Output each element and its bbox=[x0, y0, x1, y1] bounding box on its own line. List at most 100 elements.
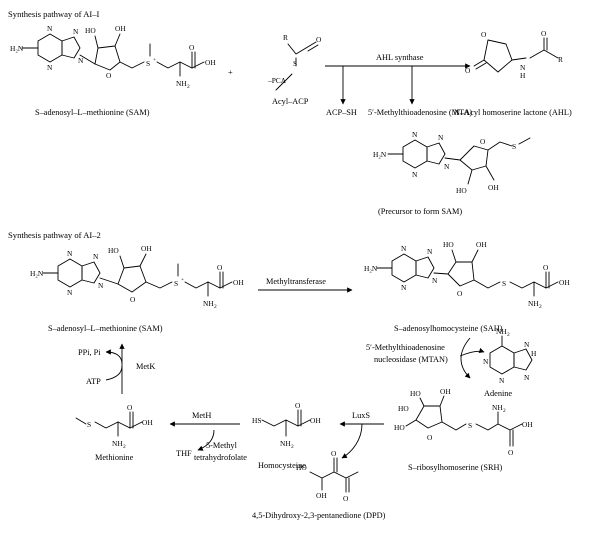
svg-text:HO: HO bbox=[85, 26, 96, 35]
svg-text:O: O bbox=[331, 449, 337, 458]
svg-text:N: N bbox=[524, 340, 530, 349]
luxs-label: LuxS bbox=[352, 411, 370, 420]
methyl-thf-line2: tetrahydrofolate bbox=[194, 453, 247, 462]
svg-text:OH: OH bbox=[205, 58, 216, 67]
svg-text:S: S bbox=[502, 279, 506, 288]
svg-text:HO: HO bbox=[443, 240, 454, 249]
svg-text:2: 2 bbox=[507, 332, 510, 338]
svg-text:OH: OH bbox=[233, 278, 244, 287]
svg-text:O: O bbox=[541, 29, 547, 38]
svg-text:–PCA: –PCA bbox=[267, 76, 287, 85]
svg-text:HS: HS bbox=[252, 416, 261, 425]
svg-text:N: N bbox=[67, 288, 73, 297]
svg-text:OH: OH bbox=[488, 183, 499, 192]
svg-text:N: N bbox=[444, 162, 450, 171]
svg-text:O: O bbox=[481, 30, 487, 39]
svg-text:OH: OH bbox=[440, 387, 451, 396]
ai1-sam-label: S–adenosyl–L–methionine (SAM) bbox=[35, 108, 150, 117]
methyl-thf-line1: 5-Methyl bbox=[206, 441, 238, 450]
svg-text:OH: OH bbox=[142, 418, 153, 427]
dpd-label: 4,5-Dihydroxy-2,3-pentanedione (DPD) bbox=[252, 511, 386, 520]
svg-text:N: N bbox=[47, 24, 53, 33]
svg-text:OH: OH bbox=[310, 416, 321, 425]
svg-text:N: N bbox=[401, 283, 407, 292]
svg-text:O: O bbox=[465, 66, 471, 75]
svg-text:2: 2 bbox=[291, 444, 294, 450]
svg-text:N: N bbox=[412, 170, 418, 179]
ai2-sam-label: S–adenosyl–L–methionine (SAM) bbox=[48, 324, 163, 333]
acp-sh-label: ACP–SH bbox=[326, 108, 357, 117]
svg-text:N: N bbox=[432, 276, 438, 285]
svg-text:2: 2 bbox=[503, 408, 506, 414]
thf-label: THF bbox=[176, 449, 192, 458]
srh-label: S–ribosylhomoserine (SRH) bbox=[408, 463, 502, 472]
thf-release-arrow bbox=[197, 429, 215, 451]
svg-text:2: 2 bbox=[214, 304, 217, 310]
svg-text:HO: HO bbox=[398, 404, 409, 413]
svg-text:N: N bbox=[93, 252, 99, 261]
svg-text:R: R bbox=[283, 33, 288, 42]
svg-text:NH: NH bbox=[496, 327, 507, 336]
svg-text:O: O bbox=[343, 494, 349, 503]
svg-text:N: N bbox=[499, 376, 505, 385]
svg-text:N: N bbox=[47, 63, 53, 72]
ahl-structure: O O N H O R bbox=[465, 29, 563, 80]
svg-text:O: O bbox=[457, 289, 463, 298]
svg-text:O: O bbox=[217, 263, 223, 272]
mtan-arrow bbox=[460, 337, 471, 379]
svg-text:O: O bbox=[427, 433, 433, 442]
svg-text:OH: OH bbox=[316, 491, 327, 500]
svg-text:NH: NH bbox=[528, 299, 539, 308]
svg-text:O: O bbox=[189, 43, 195, 52]
dpd-structure: HO OH O O bbox=[296, 449, 359, 503]
svg-text:OH: OH bbox=[559, 278, 570, 287]
svg-text:R: R bbox=[558, 55, 563, 64]
svg-text:H: H bbox=[531, 349, 537, 358]
svg-text:H₂N: H₂N bbox=[30, 269, 44, 278]
svg-text:N: N bbox=[412, 130, 418, 139]
precursor-label: (Precursor to form SAM) bbox=[378, 207, 462, 216]
svg-text:O: O bbox=[295, 401, 301, 410]
svg-text:H₂N: H₂N bbox=[364, 264, 378, 273]
svg-text:2: 2 bbox=[539, 304, 542, 310]
svg-text:O: O bbox=[480, 137, 486, 146]
svg-text:H₂N: H₂N bbox=[10, 44, 24, 53]
svg-text:OH: OH bbox=[115, 24, 126, 33]
svg-text:NH: NH bbox=[112, 439, 123, 448]
ppi-pi-label: PPi, Pi bbox=[78, 348, 101, 357]
methionine-label: Methionine bbox=[95, 453, 134, 462]
svg-text:H: H bbox=[520, 71, 526, 80]
mtan-label-line2: nucleosidase (MTAN) bbox=[374, 355, 448, 364]
svg-text:HO: HO bbox=[410, 389, 421, 398]
svg-text:O: O bbox=[127, 403, 133, 412]
svg-text:S: S bbox=[146, 59, 150, 68]
meth-label: MetH bbox=[192, 411, 211, 420]
mta-label: 5′-Methylthioadenosine (MTA) bbox=[368, 108, 472, 117]
ahl-synthase-label: AHL synthase bbox=[376, 53, 424, 62]
ai2-section-title: Synthesis pathway of AI–2 bbox=[8, 230, 101, 240]
ppi-release-arrow bbox=[105, 349, 123, 365]
adenine-label: Adenine bbox=[484, 389, 512, 398]
svg-text:+: + bbox=[181, 277, 184, 283]
svg-text:HO: HO bbox=[108, 246, 119, 255]
homocysteine-label: Homocysteine bbox=[258, 461, 306, 470]
atp-label: ATP bbox=[86, 377, 101, 386]
svg-text:N: N bbox=[524, 373, 530, 382]
svg-text:OH: OH bbox=[522, 420, 533, 429]
svg-text:HO: HO bbox=[296, 463, 307, 472]
svg-text:S: S bbox=[87, 420, 91, 429]
svg-text:O: O bbox=[130, 295, 136, 304]
svg-text:2: 2 bbox=[123, 444, 126, 450]
acyl-acp-structure: R O S –PCA bbox=[267, 33, 322, 91]
atp-input-arrow bbox=[105, 365, 123, 381]
svg-text:S: S bbox=[174, 279, 178, 288]
ai1-section-title: Synthesis pathway of AI–I bbox=[8, 9, 100, 19]
adenine-release-arrow bbox=[459, 347, 485, 357]
svg-text:S: S bbox=[512, 142, 516, 151]
svg-text:H₂N: H₂N bbox=[373, 150, 387, 159]
svg-text:N: N bbox=[98, 281, 104, 290]
